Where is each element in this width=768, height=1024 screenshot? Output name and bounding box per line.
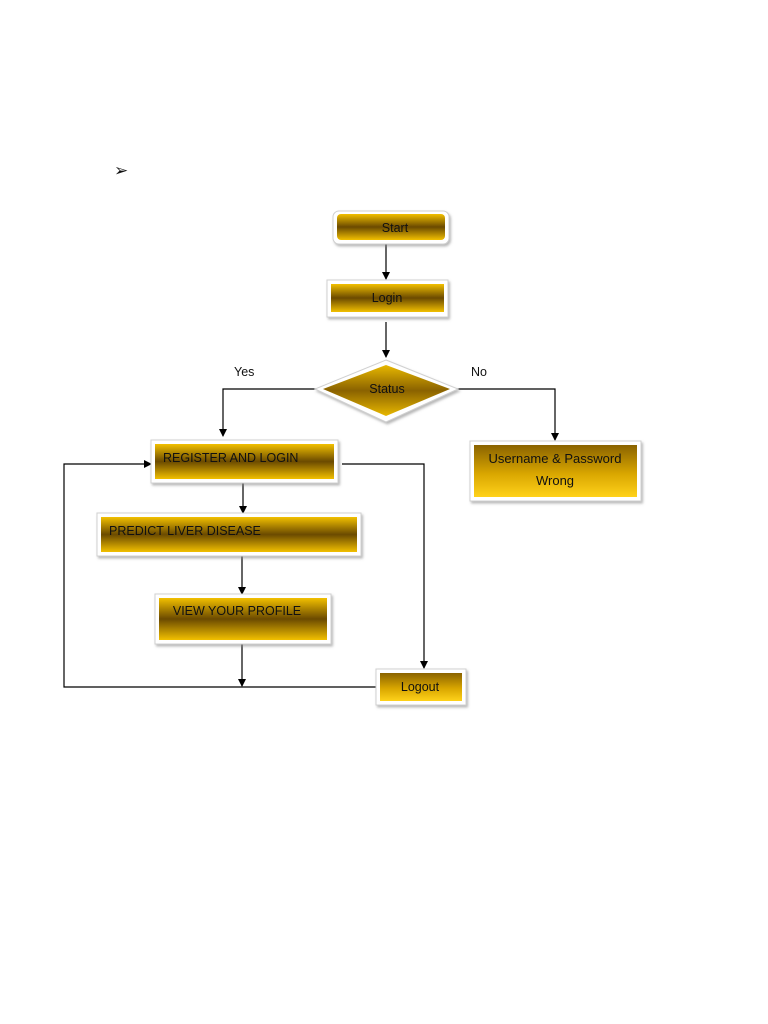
bullet-arrow-icon: ➢	[114, 161, 128, 180]
node-logout: Logout	[375, 668, 467, 706]
node-wrong-label-line2: Wrong	[536, 473, 574, 488]
node-wrong-label-line1: Username & Password	[489, 451, 622, 466]
node-register-login-label: REGISTER AND LOGIN	[163, 451, 298, 465]
node-logout-label: Logout	[401, 680, 440, 694]
node-profile-label: VIEW YOUR PROFILE	[173, 604, 301, 618]
node-login: Login	[326, 279, 449, 318]
node-status-label: Status	[369, 382, 404, 396]
edge-status-register	[219, 388, 318, 437]
edge-logout-register	[63, 460, 378, 688]
edges	[63, 243, 559, 688]
node-predict-liver-disease: PREDICT LIVER DISEASE	[96, 512, 362, 557]
node-start-label: Start	[382, 221, 409, 235]
node-status: Status	[313, 359, 460, 423]
node-view-profile: VIEW YOUR PROFILE	[154, 593, 332, 645]
edge-status-wrong	[454, 388, 559, 441]
edge-label-yes: Yes	[234, 365, 254, 379]
node-start: Start	[332, 210, 450, 245]
node-login-label: Login	[372, 291, 403, 305]
node-wrong-credentials: Username & Password Wrong	[469, 440, 642, 502]
node-predict-label: PREDICT LIVER DISEASE	[109, 524, 261, 538]
edge-label-no: No	[471, 365, 487, 379]
node-register-login: REGISTER AND LOGIN	[150, 439, 339, 484]
edge-register-logout	[342, 463, 428, 669]
